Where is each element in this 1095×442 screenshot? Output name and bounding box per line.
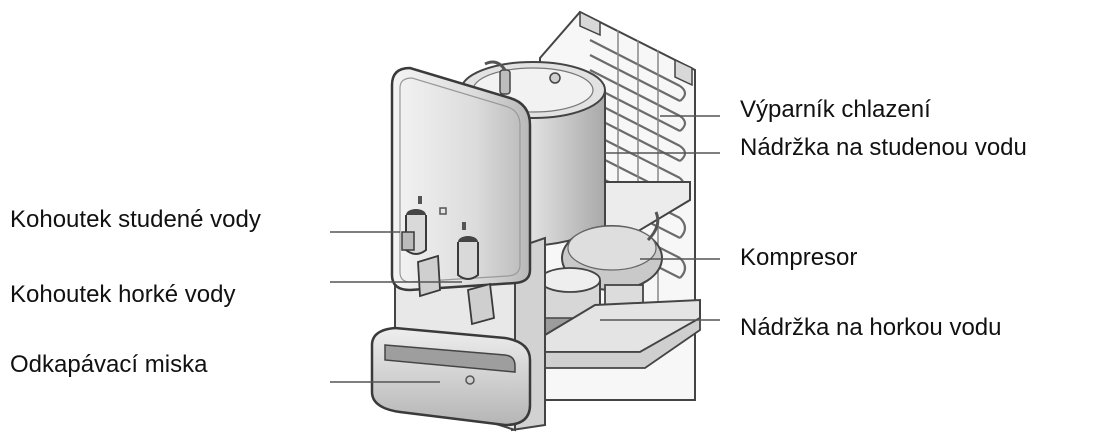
drip-tray <box>370 326 532 427</box>
label-compressor: Kompresor <box>740 244 858 271</box>
label-cold-tap: Kohoutek studené vody <box>10 206 261 233</box>
leader-lines <box>330 115 720 383</box>
label-evaporator: Výparník chlazení <box>740 96 931 123</box>
label-hot-tank: Nádržka na horkou vodu <box>740 314 1002 341</box>
label-drip-tray: Odkapávací miska <box>10 351 208 378</box>
cold-tap <box>401 209 441 298</box>
label-cold-tank: Nádržka na studenou vodu <box>740 134 1027 161</box>
hot-tap <box>457 236 495 326</box>
label-hot-tap: Kohoutek horké vody <box>10 281 236 308</box>
